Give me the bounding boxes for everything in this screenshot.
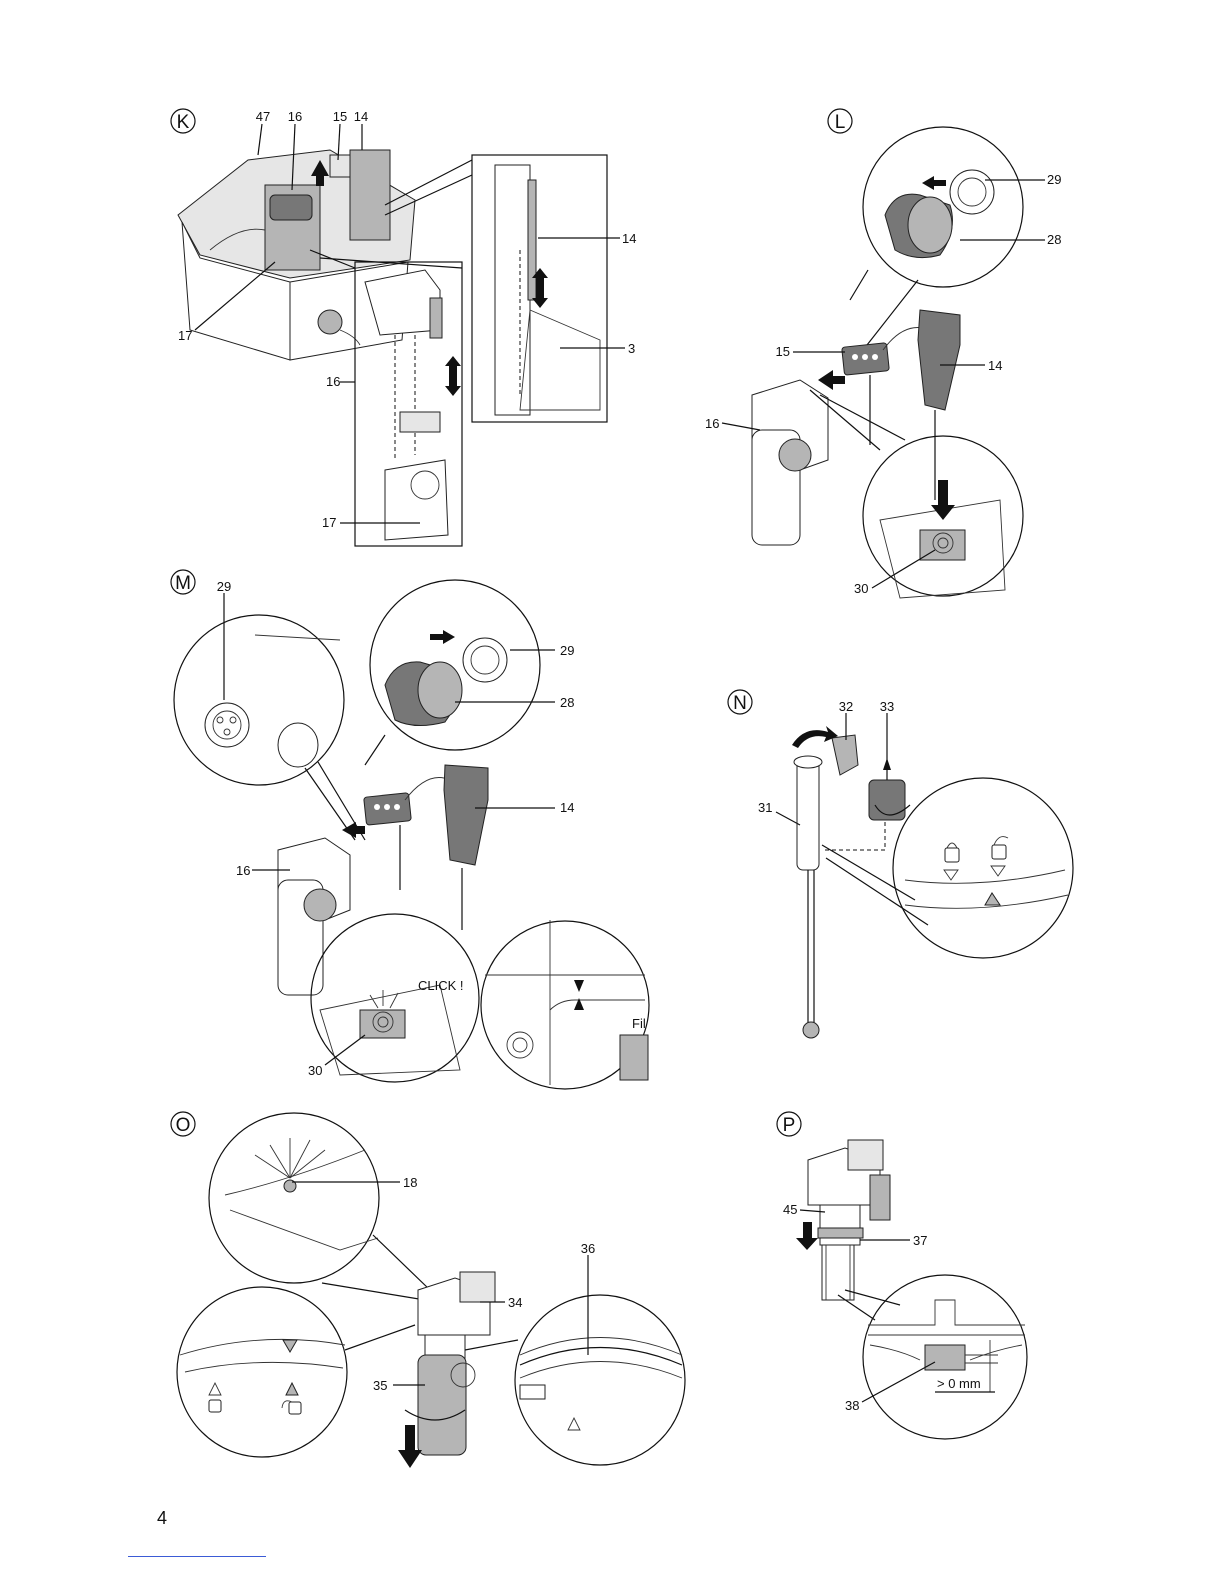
label-l-16: 16 — [705, 416, 719, 431]
zoom-o-left — [177, 1287, 347, 1457]
panel-o: O — [171, 1112, 685, 1468]
zoom-m-left — [174, 615, 344, 785]
label-k-14: 14 — [354, 109, 368, 124]
panel-letter-l: L — [835, 112, 846, 133]
label-o-34: 34 — [508, 1295, 522, 1310]
label-p-45: 45 — [783, 1202, 797, 1217]
panel-l: L 29 28 15 — [705, 109, 1061, 598]
page-number: 4 — [157, 1508, 167, 1529]
zoom-o-top — [209, 1113, 379, 1283]
zoom-n — [893, 778, 1073, 958]
label-n-32: 32 — [839, 699, 853, 714]
label-n-33: 33 — [880, 699, 894, 714]
zoom-m-right — [370, 580, 540, 750]
label-m-29a: 29 — [217, 579, 231, 594]
label-l-29: 29 — [1047, 172, 1061, 187]
label-p-38: 38 — [845, 1398, 859, 1413]
panel-p: P 45 37 38 > 0 mm — [777, 1112, 1027, 1439]
label-n-31: 31 — [758, 800, 772, 815]
label-p-gap: > 0 mm — [937, 1376, 981, 1391]
label-k-3: 3 — [628, 341, 635, 356]
footer-link-underline[interactable] — [128, 1556, 266, 1557]
label-k-15: 15 — [333, 109, 347, 124]
label-k-17b: 17 — [322, 515, 336, 530]
panel-letter-m: M — [175, 573, 191, 594]
label-o-35: 35 — [373, 1378, 387, 1393]
label-l-28: 28 — [1047, 232, 1061, 247]
float-tube — [797, 760, 819, 870]
label-m-16: 16 — [236, 863, 250, 878]
label-m-14: 14 — [560, 800, 574, 815]
label-l-15: 15 — [776, 344, 790, 359]
panel-letter-p: P — [783, 1115, 796, 1136]
label-m-29b: 29 — [560, 643, 574, 658]
gap-indicator — [925, 1345, 965, 1370]
label-k-17: 17 — [178, 328, 192, 343]
panel-letter-k: K — [177, 112, 190, 133]
panel-k: K — [171, 109, 636, 546]
label-k-16: 16 — [288, 109, 302, 124]
panel-n: N 32 33 31 — [728, 690, 1073, 1038]
panel-letter-n: N — [733, 693, 747, 714]
label-m-fil: Fil — [632, 1016, 646, 1031]
label-p-37: 37 — [913, 1233, 927, 1248]
label-m-click: CLICK ! — [418, 978, 464, 993]
label-k-47: 47 — [256, 109, 270, 124]
filter-cartridge — [418, 1355, 466, 1455]
label-k-16b: 16 — [326, 374, 340, 389]
label-k-14b: 14 — [622, 231, 636, 246]
label-l-30: 30 — [854, 581, 868, 596]
panel-m: M — [171, 570, 649, 1089]
panel-letter-o: O — [176, 1115, 191, 1136]
label-o-18: 18 — [403, 1175, 417, 1190]
label-m-28: 28 — [560, 695, 574, 710]
label-m-30: 30 — [308, 1063, 322, 1078]
label-o-36: 36 — [581, 1241, 595, 1256]
label-l-14: 14 — [988, 358, 1002, 373]
zoom-o-right — [515, 1295, 685, 1465]
